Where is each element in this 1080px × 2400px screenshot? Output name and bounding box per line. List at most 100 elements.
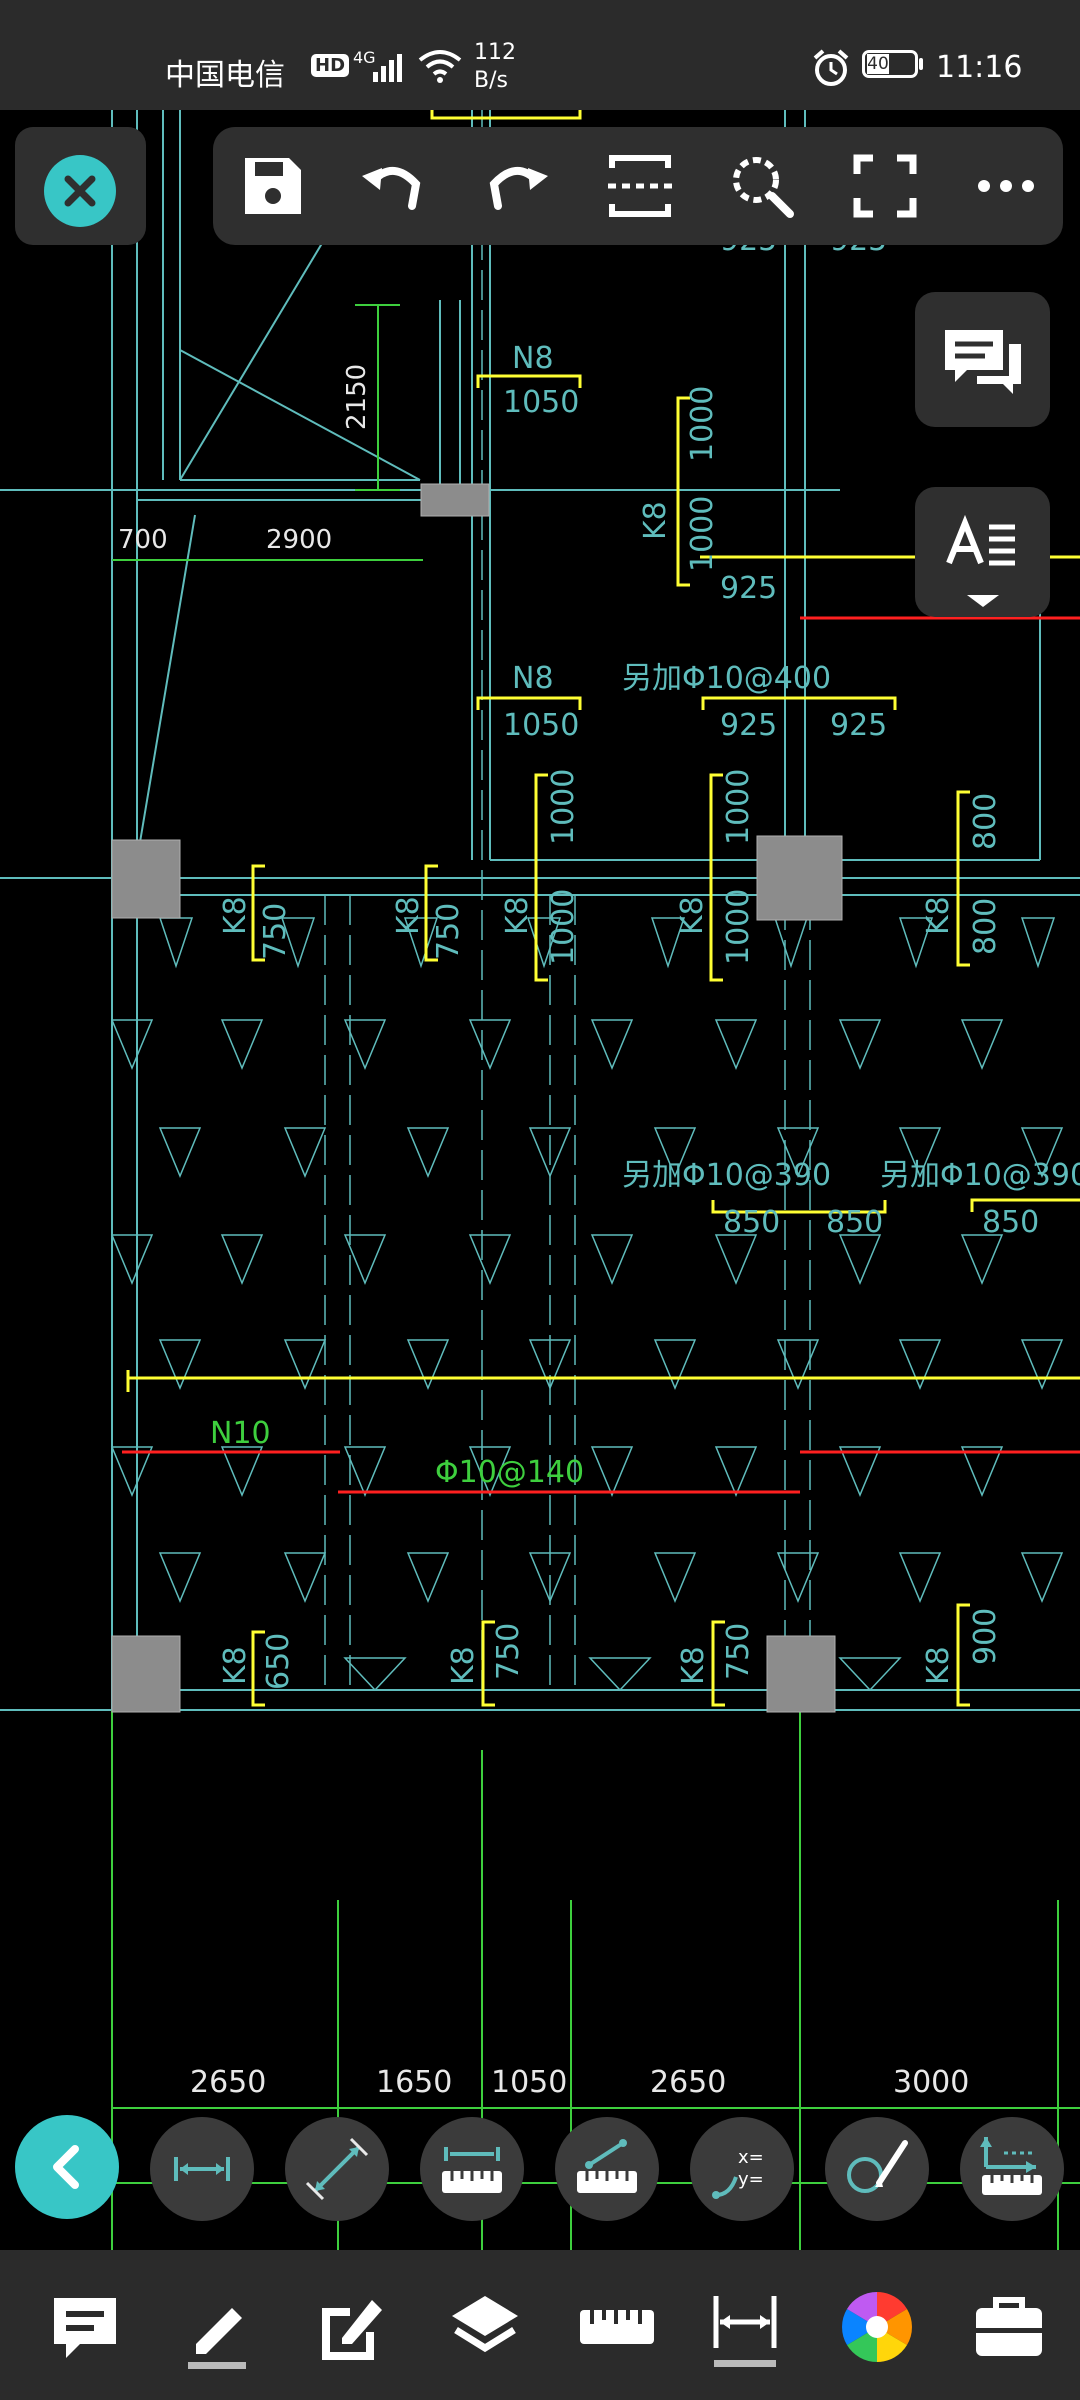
label-750-4: 750	[721, 1623, 756, 1680]
cad-drawing: 700 2900 2150 N8 1050 1000 1000 K8 925 9…	[0, 110, 1080, 2250]
speed-value: 112	[474, 40, 516, 65]
label-2150: 2150	[342, 364, 372, 430]
color-button[interactable]	[832, 2282, 922, 2372]
aligned-dimension-tool[interactable]	[285, 2117, 389, 2221]
dim-3000: 3000	[893, 2065, 969, 2100]
layers-button[interactable]	[440, 2282, 530, 2372]
edit-icon	[322, 2300, 382, 2360]
battery-icon: 40	[862, 50, 918, 78]
label-750-1: 750	[258, 903, 293, 960]
label-700: 700	[118, 525, 168, 555]
label-k8-3: K8	[500, 896, 535, 935]
label-extra-390-a: 另加Φ10@390	[622, 1158, 831, 1193]
label-k8-1: K8	[218, 896, 253, 935]
dim-1650: 1650	[376, 2065, 452, 2100]
close-button[interactable]	[44, 155, 116, 227]
aligned-dimension-icon	[305, 2137, 369, 2201]
clock: 11:16	[936, 50, 1023, 85]
pen-button[interactable]	[172, 2282, 262, 2372]
comments-button[interactable]	[915, 292, 1050, 427]
measure-polyline-icon	[577, 2139, 637, 2193]
label-800-a: 800	[968, 793, 1003, 850]
label-k8-6: K8	[218, 1646, 253, 1685]
dim-2650-b: 2650	[650, 2065, 726, 2100]
measure-area-tool[interactable]	[825, 2117, 929, 2221]
section-cut-button[interactable]	[600, 146, 680, 226]
text-style-button[interactable]	[915, 487, 1050, 617]
dim-2650-a: 2650	[190, 2065, 266, 2100]
label-925-b: 925	[720, 708, 777, 743]
label-k8-top: K8	[638, 501, 673, 540]
svg-text:x=: x=	[738, 2147, 764, 2168]
svg-text:y=: y=	[738, 2169, 764, 2190]
color-wheel-icon	[842, 2292, 912, 2362]
ruler-button[interactable]	[572, 2282, 662, 2372]
save-button[interactable]	[233, 146, 313, 226]
label-900: 900	[968, 1608, 1003, 1665]
annotation-button[interactable]	[40, 2282, 130, 2372]
battery-level: 40	[867, 54, 889, 74]
label-750-2: 750	[431, 903, 466, 960]
label-n8-mid: N8	[512, 661, 554, 696]
label-1000-a: 1000	[685, 386, 720, 462]
toolbox-button[interactable]	[964, 2282, 1054, 2372]
edit-button[interactable]	[306, 2282, 396, 2372]
label-850-c: 850	[982, 1205, 1039, 1240]
label-n8-top: N8	[512, 341, 554, 376]
coordinate-icon: x=y=	[712, 2147, 764, 2199]
measure-length-tool[interactable]	[420, 2117, 524, 2221]
measure-length-icon	[442, 2147, 502, 2193]
wifi-icon	[418, 48, 462, 88]
zoom-window-button[interactable]	[722, 146, 802, 226]
label-n10: N10	[210, 1416, 271, 1451]
battery-tip	[919, 58, 923, 70]
back-icon	[53, 2145, 79, 2189]
rebar-brackets	[126, 110, 1080, 1707]
ruler-icon	[580, 2310, 654, 2344]
axis-measure-icon	[980, 2137, 1042, 2195]
toolbox-icon	[976, 2297, 1042, 2356]
label-1050-mid: 1050	[503, 708, 579, 743]
measure-area-icon	[847, 2140, 908, 2193]
label-k8-8: K8	[676, 1646, 711, 1685]
label-750-3: 750	[491, 1623, 526, 1680]
hd-badge: HD	[311, 54, 350, 77]
drawing-canvas[interactable]: 700 2900 2150 N8 1050 1000 1000 K8 925 9…	[0, 110, 1080, 2250]
label-925-a: 925	[720, 571, 777, 606]
rebar-red	[122, 616, 1080, 1494]
redo-icon	[489, 167, 548, 210]
fullscreen-icon	[853, 154, 917, 218]
label-k8-2: K8	[391, 896, 426, 935]
carrier-label: 中国电信	[165, 58, 285, 93]
comments-icon	[945, 330, 1021, 394]
save-icon	[245, 158, 301, 214]
back-button[interactable]	[15, 2115, 119, 2219]
label-extra-390-b: 另加Φ10@390	[880, 1158, 1080, 1193]
label-1000-e: 1000	[721, 769, 756, 845]
coordinate-tool[interactable]: x=y=	[690, 2117, 794, 2221]
axis-measure-tool[interactable]	[960, 2117, 1064, 2221]
more-button[interactable]	[966, 146, 1046, 226]
linear-dimension-tool[interactable]	[150, 2117, 254, 2221]
layers-icon	[452, 2296, 518, 2353]
text-style-icon	[946, 514, 1015, 607]
fullscreen-button[interactable]	[845, 146, 925, 226]
label-1000-b: 1000	[685, 496, 720, 572]
grid-axis-lines	[324, 110, 811, 1690]
annotation-icon	[54, 2298, 116, 2358]
label-1050-top: 1050	[503, 385, 579, 420]
dim-1050: 1050	[491, 2065, 567, 2100]
zoom-window-icon	[733, 157, 794, 218]
dimension-button[interactable]	[700, 2282, 790, 2372]
section-cut-icon	[608, 155, 672, 217]
undo-button[interactable]	[354, 146, 434, 226]
measure-polyline-tool[interactable]	[555, 2117, 659, 2221]
drawing-labels: 700 2900 2150 N8 1050 1000 1000 K8 925 9…	[118, 223, 1080, 2100]
label-1000-d: 1000	[546, 889, 581, 965]
linear-dimension-icon	[174, 2157, 230, 2181]
redo-button[interactable]	[476, 146, 556, 226]
label-extra-400: 另加Φ10@400	[622, 661, 831, 696]
label-650: 650	[261, 1633, 296, 1690]
label-1000-f: 1000	[721, 889, 756, 965]
label-k8-4: K8	[675, 896, 710, 935]
